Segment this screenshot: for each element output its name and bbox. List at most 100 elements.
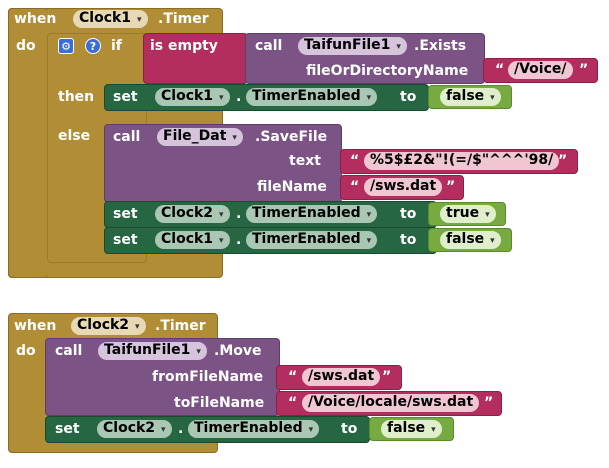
chevron-down-icon: ▾ xyxy=(137,15,142,25)
dropdown-value: TimerEnabled xyxy=(252,88,361,104)
is-empty-block[interactable] xyxy=(143,33,248,84)
logic-dropdown-true[interactable]: true ▾ xyxy=(440,205,496,223)
component-dropdown-clock1[interactable]: Clock1 ▾ xyxy=(155,88,230,106)
dropdown-value: Clock2 xyxy=(161,205,214,221)
dot-label: . xyxy=(236,232,242,248)
chevron-down-icon: ▾ xyxy=(485,210,490,220)
param-fromfilename-label: fromFileName xyxy=(152,369,264,385)
dropdown-value: false xyxy=(446,88,485,104)
dropdown-value: TimerEnabled xyxy=(194,420,303,436)
component-dropdown-clock1[interactable]: Clock1 ▾ xyxy=(73,10,148,28)
chevron-down-icon: ▾ xyxy=(219,210,224,220)
call-label: call xyxy=(113,129,141,145)
method-savefile-label: .SaveFile xyxy=(255,129,328,145)
chevron-down-icon: ▾ xyxy=(308,425,314,435)
text-value-from-sws-dat[interactable]: /sws.dat xyxy=(302,368,381,386)
chevron-down-icon: ▾ xyxy=(366,236,372,246)
dropdown-value: Clock2 xyxy=(77,317,130,333)
quote-open: “ xyxy=(350,153,360,169)
gear-icon[interactable]: ⚙ xyxy=(58,38,74,54)
then-label: then xyxy=(58,89,95,105)
event-do-label: do xyxy=(16,343,36,359)
quote-close: ” xyxy=(382,369,392,385)
component-dropdown-clock2[interactable]: Clock2 ▾ xyxy=(155,205,230,223)
chevron-down-icon: ▾ xyxy=(196,347,201,357)
dropdown-value: Clock1 xyxy=(79,10,132,26)
dot-label: . xyxy=(236,206,242,222)
logic-dropdown-false[interactable]: false ▾ xyxy=(381,420,442,438)
text-value-to-voice-locale[interactable]: /Voice/locale/sws.dat xyxy=(302,394,480,412)
quote-open: “ xyxy=(495,62,505,78)
dropdown-value: Clock1 xyxy=(161,88,214,104)
chevron-down-icon: ▾ xyxy=(219,93,224,103)
event-name-label: .Timer xyxy=(155,318,206,334)
param-text-label: text xyxy=(289,153,321,169)
to-label: to xyxy=(400,89,417,105)
property-dropdown-timerenabled[interactable]: TimerEnabled ▾ xyxy=(246,88,378,106)
dropdown-value: TaifunFile1 xyxy=(104,342,191,358)
dropdown-value: TimerEnabled xyxy=(252,231,361,247)
chevron-down-icon: ▾ xyxy=(219,236,224,246)
dot-label: . xyxy=(178,421,184,437)
method-exists-label: .Exists xyxy=(414,38,467,54)
quote-close: ” xyxy=(484,395,494,411)
event-when-label: when xyxy=(14,318,57,334)
text-value-savefile-text[interactable]: %5$£2&"!(=/$"^^^'98/ xyxy=(364,152,560,170)
dot-label: . xyxy=(236,89,242,105)
property-dropdown-timerenabled[interactable]: TimerEnabled ▾ xyxy=(246,231,378,249)
dropdown-value: Clock2 xyxy=(103,420,156,436)
set-label: set xyxy=(113,232,138,248)
quote-open: “ xyxy=(350,179,360,195)
if-label: if xyxy=(111,38,122,54)
event-when-label: when xyxy=(14,11,57,27)
chevron-down-icon: ▾ xyxy=(490,93,495,103)
call-label: call xyxy=(255,38,283,54)
component-dropdown-clock1[interactable]: Clock1 ▾ xyxy=(155,231,230,249)
logic-dropdown-false[interactable]: false ▾ xyxy=(440,88,501,106)
component-dropdown-clock2[interactable]: Clock2 ▾ xyxy=(97,420,172,438)
chevron-down-icon: ▾ xyxy=(135,322,140,332)
quote-open: “ xyxy=(288,395,298,411)
component-dropdown-file-dat[interactable]: File_Dat ▾ xyxy=(157,128,243,146)
set-label: set xyxy=(113,206,138,222)
dropdown-value: false xyxy=(446,231,485,247)
quote-close: ” xyxy=(446,179,456,195)
dropdown-value: TimerEnabled xyxy=(252,205,361,221)
chevron-down-icon: ▾ xyxy=(431,425,436,435)
component-dropdown-taifunfile1[interactable]: TaifunFile1 ▾ xyxy=(298,37,407,55)
text-value-voice[interactable]: /Voice/ xyxy=(508,61,573,79)
quote-close: ” xyxy=(558,153,568,169)
chevron-down-icon: ▾ xyxy=(396,42,401,52)
component-dropdown-taifunfile1[interactable]: TaifunFile1 ▾ xyxy=(98,342,207,360)
component-dropdown-clock2[interactable]: Clock2 ▾ xyxy=(71,317,146,335)
method-move-label: .Move xyxy=(214,343,262,359)
is-empty-label: is empty xyxy=(150,38,218,54)
dropdown-value: false xyxy=(387,420,426,436)
chevron-down-icon: ▾ xyxy=(366,93,372,103)
dropdown-value: Clock1 xyxy=(161,231,214,247)
dropdown-value: true xyxy=(446,205,480,221)
else-label: else xyxy=(58,128,91,144)
event-block-clock1-timer-body-bg xyxy=(8,8,48,278)
to-label: to xyxy=(400,206,417,222)
quote-open: “ xyxy=(288,369,298,385)
chevron-down-icon: ▾ xyxy=(490,236,495,246)
chevron-down-icon: ▾ xyxy=(366,210,372,220)
property-dropdown-timerenabled[interactable]: TimerEnabled ▾ xyxy=(246,205,378,223)
chevron-down-icon: ▾ xyxy=(161,425,166,435)
chevron-down-icon: ▾ xyxy=(232,133,237,143)
event-do-label: do xyxy=(16,38,36,54)
event-name-label: .Timer xyxy=(158,11,209,27)
param-tofilename-label: toFileName xyxy=(174,395,265,411)
logic-dropdown-false[interactable]: false ▾ xyxy=(440,231,501,249)
text-value-sws-dat[interactable]: /sws.dat xyxy=(364,178,443,196)
question-icon[interactable]: ? xyxy=(85,38,101,54)
dropdown-value: TaifunFile1 xyxy=(304,37,391,53)
property-dropdown-timerenabled[interactable]: TimerEnabled ▾ xyxy=(188,420,320,438)
call-label: call xyxy=(55,343,83,359)
param-fileordirectoryname-label: fileOrDirectoryName xyxy=(306,63,469,79)
param-filename-label: fileName xyxy=(257,179,327,195)
dropdown-value: File_Dat xyxy=(163,128,227,144)
set-label: set xyxy=(113,89,138,105)
quote-close: ” xyxy=(579,62,589,78)
